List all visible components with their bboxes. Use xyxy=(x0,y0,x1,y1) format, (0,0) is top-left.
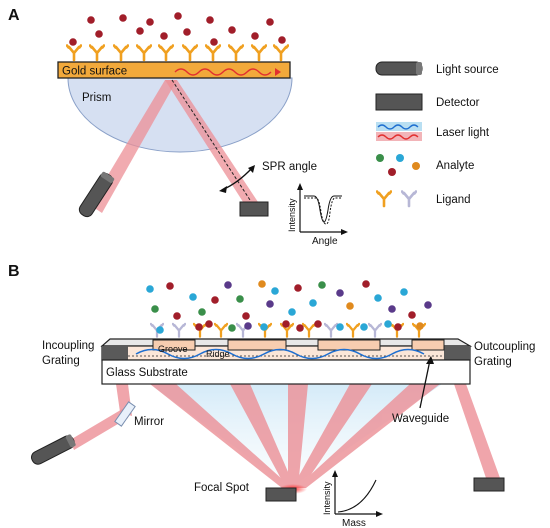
legend-label-4: Ligand xyxy=(436,194,471,206)
surface-plasmon-wave xyxy=(174,68,272,76)
legend-label-3: Analyte xyxy=(436,160,474,172)
incoupling-label-1: Incoupling xyxy=(42,340,94,352)
legend: Light source Detector Laser light Analyt… xyxy=(375,61,499,208)
spr-arrowhead-2 xyxy=(248,165,255,173)
mirror-label: Mirror xyxy=(134,416,164,428)
gold-surface xyxy=(57,61,291,79)
plasmon-arrowhead xyxy=(275,68,281,76)
legend-analyte-icon xyxy=(376,154,420,176)
spr-dashed-line xyxy=(171,79,251,201)
detector-b-focal xyxy=(265,487,297,502)
analytes-b xyxy=(146,280,432,334)
panel-b-letter: B xyxy=(8,263,20,280)
gold-surface-label: Gold surface xyxy=(62,66,127,78)
incoupling-grating-block xyxy=(102,346,128,360)
outcoupling-grating-block xyxy=(444,346,470,360)
legend-label-0: Light source xyxy=(436,64,499,76)
incoupling-beam-1 xyxy=(70,408,128,450)
detector-a xyxy=(239,201,269,217)
ligand-row-a xyxy=(66,44,289,62)
guided-wave xyxy=(135,348,425,360)
outcoupling-label-2: Grating xyxy=(474,356,512,368)
glass-substrate-label: Glass Substrate xyxy=(106,367,188,379)
analytes-a xyxy=(69,12,286,46)
legend-label-2: Laser light xyxy=(436,127,490,139)
inset-b-xlabel: Mass xyxy=(342,518,366,528)
waveguide-arrowhead xyxy=(426,356,434,364)
prism xyxy=(67,77,293,153)
legend-label-1: Detector xyxy=(436,97,480,109)
inset-b xyxy=(332,470,383,517)
inset-a xyxy=(297,183,348,235)
legend-laser-light-icon xyxy=(376,122,422,141)
mirror xyxy=(114,401,136,427)
outcoupling-beam xyxy=(454,384,500,478)
legend-detector-icon xyxy=(375,93,423,111)
outcoupling-label-1: Outcoupling xyxy=(474,341,535,353)
panel-a-letter: A xyxy=(8,7,20,24)
detector-b-outcoupling xyxy=(473,477,505,492)
glass-substrate xyxy=(101,359,471,385)
inset-b-ylabel: Intensity xyxy=(322,481,332,515)
reflected-beam xyxy=(165,80,260,205)
light-source-b xyxy=(31,434,76,465)
focusing-beams xyxy=(150,384,440,488)
groove-label: Groove xyxy=(158,344,188,354)
ridge-label: Ridge xyxy=(206,349,230,359)
incoupling-label-2: Grating xyxy=(42,355,80,367)
spr-arrowhead-1 xyxy=(219,186,227,193)
prism-label: Prism xyxy=(82,92,111,104)
spr-angle-label: SPR angle xyxy=(262,161,317,173)
inset-a-xlabel: Angle xyxy=(312,236,338,247)
light-source-a xyxy=(78,171,115,218)
legend-ligand-icon xyxy=(376,190,417,208)
focal-spot-label: Focal Spot xyxy=(194,482,250,494)
inset-a-ylabel: Intensity xyxy=(287,198,297,232)
legend-light-source xyxy=(375,61,423,76)
waveguide-label: Waveguide xyxy=(392,413,449,425)
waveguide-arrow xyxy=(419,359,431,409)
ridges xyxy=(152,339,445,351)
